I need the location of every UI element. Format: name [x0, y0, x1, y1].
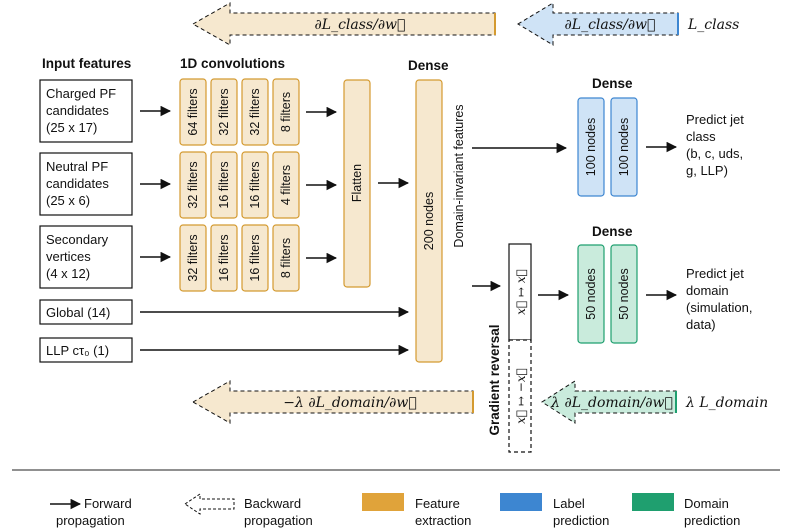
output-class-line1: Predict jet — [686, 112, 744, 127]
legend-domain-swatch — [632, 493, 674, 511]
dense-mid-header: Dense — [408, 58, 449, 73]
dense-200-box — [415, 79, 443, 363]
label-dense-box-1 — [577, 97, 605, 197]
grl-title: Gradient reversal — [487, 324, 502, 435]
input-llp-label: LLP cτ₀ (1) — [46, 343, 109, 358]
domain-gradient-right-label: λ ∂L_domain/∂w⃗ — [550, 395, 673, 411]
conv-filter-2-1: 32 filters — [186, 161, 200, 208]
legend-feature-line2: extraction — [415, 513, 471, 528]
domain-dense-box-2 — [610, 244, 638, 344]
legend-forward-line2: propagation — [56, 513, 125, 528]
conv-filter-2-4: 4 filters — [279, 165, 293, 205]
input-box-neutral — [39, 152, 133, 216]
input-features-header: Input features — [42, 56, 131, 71]
legend-forward-line1: Forward — [84, 496, 132, 511]
conv-filter-1-2: 32 filters — [217, 88, 231, 135]
grl-backward-label: x⃗ ↦ −x⃗ — [514, 368, 528, 424]
legend-label-line1: Label — [553, 496, 585, 511]
grl-forward-label: x⃗ ↦ x⃗ — [514, 269, 528, 315]
input-global-label: Global (14) — [46, 305, 110, 320]
input-secondary-line2: vertices — [46, 249, 91, 264]
output-domain-line2: domain — [686, 283, 729, 298]
conv-row-charged: 64 filters 32 filters 32 filters 8 filte… — [179, 78, 300, 146]
flatten-label: Flatten — [350, 164, 364, 202]
domain-gradient-arrow-left: −λ ∂L_domain/∂w⃗ — [191, 380, 474, 424]
conv-row-secondary: 32 filters 16 filters 16 filters 8 filte… — [179, 224, 300, 292]
legend-backward-line2: propagation — [244, 513, 313, 528]
class-gradient-right-label: ∂L_class/∂w⃗ — [565, 17, 656, 33]
legend-backward-line1: Backward — [244, 496, 301, 511]
conv-filter-1-1: 64 filters — [186, 88, 200, 135]
legend-backward-arrow — [184, 493, 235, 515]
legend-label-line2: prediction — [553, 513, 609, 528]
output-class-line3: (b, c, uds, — [686, 146, 743, 161]
flatten-box — [343, 79, 371, 288]
input-secondary-line3: (4 x 12) — [46, 266, 90, 281]
input-box-charged — [39, 79, 133, 143]
class-gradient-arrow-left: ∂L_class/∂w⃗ — [191, 2, 496, 46]
output-domain-line3: (simulation, — [686, 300, 752, 315]
legend-domain-line1: Domain — [684, 496, 729, 511]
class-loss-label: L_class — [687, 17, 739, 33]
input-box-global — [39, 299, 133, 325]
input-charged-line1: Charged PF — [46, 86, 116, 101]
input-charged-line3: (25 x 17) — [46, 120, 97, 135]
conv-filter-2-3: 16 filters — [248, 161, 262, 208]
class-gradient-arrow-right: ∂L_class/∂w⃗ — [517, 2, 679, 46]
dense-top-header: Dense — [592, 76, 633, 91]
input-charged-line2: candidates — [46, 103, 109, 118]
conv-filter-1-3: 32 filters — [248, 88, 262, 135]
label-dense-label-2: 100 nodes — [617, 118, 631, 176]
label-dense-box-2 — [610, 97, 638, 197]
legend-feature-line1: Feature — [415, 496, 460, 511]
domain-invariant-label: Domain-invariant features — [452, 104, 466, 247]
legend-feature-swatch — [362, 493, 404, 511]
input-box-secondary — [39, 225, 133, 289]
conv-filter-3-3: 16 filters — [248, 234, 262, 281]
conv-row-neutral: 32 filters 16 filters 16 filters 4 filte… — [179, 151, 300, 219]
class-gradient-left-label: ∂L_class/∂w⃗ — [315, 17, 406, 33]
dense-bottom-header: Dense — [592, 224, 633, 239]
domain-dense-label-1: 50 nodes — [584, 268, 598, 319]
output-domain-line4: data) — [686, 317, 716, 332]
grl-backward-box — [508, 339, 532, 453]
input-neutral-line2: candidates — [46, 176, 109, 191]
legend-domain-line2: prediction — [684, 513, 740, 528]
output-class-line4: g, LLP) — [686, 163, 728, 178]
domain-loss-label: λ L_domain — [685, 395, 768, 411]
conv-header: 1D convolutions — [180, 56, 285, 71]
domain-dense-label-2: 50 nodes — [617, 268, 631, 319]
input-neutral-line1: Neutral PF — [46, 159, 108, 174]
domain-gradient-left-label: −λ ∂L_domain/∂w⃗ — [283, 395, 416, 411]
output-domain-line1: Predict jet — [686, 266, 744, 281]
conv-filter-3-1: 32 filters — [186, 234, 200, 281]
conv-filter-3-2: 16 filters — [217, 234, 231, 281]
input-neutral-line3: (25 x 6) — [46, 193, 90, 208]
legend-label-swatch — [500, 493, 542, 511]
dense-200-label: 200 nodes — [422, 192, 436, 250]
domain-gradient-arrow-right: λ ∂L_domain/∂w⃗ — [541, 380, 677, 424]
output-class-line2: class — [686, 129, 716, 144]
label-dense-label-1: 100 nodes — [584, 118, 598, 176]
domain-dense-box-1 — [577, 244, 605, 344]
input-secondary-line1: Secondary — [46, 232, 109, 247]
conv-filter-2-2: 16 filters — [217, 161, 231, 208]
conv-filter-3-4: 8 filters — [279, 238, 293, 278]
conv-filter-1-4: 8 filters — [279, 92, 293, 132]
input-box-llp — [39, 337, 133, 363]
